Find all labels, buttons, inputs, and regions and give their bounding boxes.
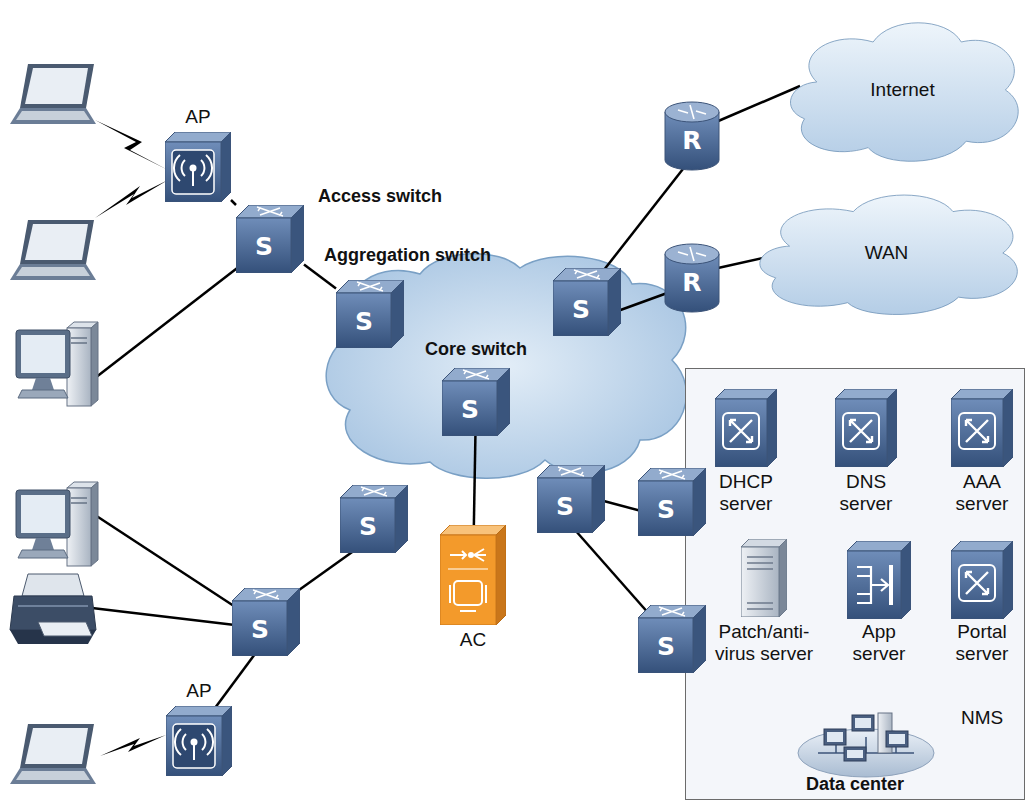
nms-network: NMS <box>796 697 936 779</box>
ap-symbol <box>166 706 232 776</box>
device-glyph: S <box>556 494 574 519</box>
node-label: Access switch <box>318 185 442 207</box>
network-wire <box>215 650 258 708</box>
srv-icon <box>951 389 1013 467</box>
network-wire <box>92 608 235 625</box>
device-glyph: S <box>657 497 675 522</box>
device-glyph: S <box>251 617 269 642</box>
srv-icon <box>835 389 897 467</box>
tower-icon <box>741 539 787 617</box>
core-network-cloud <box>326 254 686 479</box>
router-icon <box>665 102 719 170</box>
node-label: AP <box>186 680 211 702</box>
laptop-icon <box>10 220 96 280</box>
wan-cloud: WAN <box>748 184 1025 322</box>
dns-server: DNS server <box>835 389 897 467</box>
network-wire <box>600 500 645 512</box>
device-glyph: S <box>657 634 675 659</box>
internet-cloud: Internet <box>780 10 1025 170</box>
node-label: Core switch <box>425 338 527 360</box>
node-label: DNS server <box>826 471 906 515</box>
tower-symbol <box>741 539 787 617</box>
node-label: Portal server <box>942 621 1022 665</box>
device-glyph: S <box>355 309 373 334</box>
access-point: AP <box>166 706 232 776</box>
node-label: Patch/anti-virus server <box>714 621 814 665</box>
node-label: WAN <box>748 242 1025 264</box>
switch-icon <box>553 268 621 336</box>
network-link <box>304 265 336 289</box>
ap-icon <box>165 132 231 202</box>
patch-server: Patch/anti-virus server <box>741 539 787 617</box>
srv-symbol <box>951 541 1013 619</box>
network-wire <box>615 292 670 312</box>
router-icon <box>665 244 719 312</box>
sw-symbol <box>336 280 404 348</box>
dhcp-server: DHCP server <box>715 389 777 467</box>
sw-symbol <box>442 368 510 436</box>
ap-icon <box>166 706 232 776</box>
srv-symbol <box>951 389 1013 467</box>
access-point: AP <box>165 132 231 202</box>
network-wire <box>95 515 240 610</box>
access-controller: AC <box>440 525 506 625</box>
device-glyph: S <box>255 234 273 259</box>
pc-icon <box>16 482 98 566</box>
node-label: AP <box>185 106 210 128</box>
node-label: Aggregation switch <box>324 244 491 266</box>
switch-icon <box>537 465 605 533</box>
nms-icon <box>796 697 936 779</box>
nms-symbol <box>798 713 934 777</box>
wireless-bolt <box>100 735 166 756</box>
device-glyph: R <box>682 128 701 153</box>
wireless-bolt <box>95 120 168 170</box>
ac-icon <box>440 525 506 625</box>
network-wire <box>716 86 800 122</box>
wireless-links <box>95 120 168 756</box>
device-glyph: S <box>461 397 479 422</box>
network-wire <box>95 262 245 378</box>
node-label: DHCP server <box>706 471 786 515</box>
laptop-icon <box>10 724 96 784</box>
ap-symbol <box>165 132 231 202</box>
switch-icon <box>232 588 300 656</box>
node-label: NMS <box>961 707 1003 729</box>
sw-symbol <box>236 205 304 273</box>
srv-symbol <box>835 389 897 467</box>
app-server: App server <box>847 541 911 619</box>
printer-icon <box>10 574 96 644</box>
laptop-icon <box>10 64 96 124</box>
pc-icon <box>16 322 98 406</box>
node-label: Internet <box>780 79 1025 101</box>
node-label: App server <box>839 621 919 665</box>
network-link <box>474 436 476 525</box>
device-glyph: R <box>682 270 701 295</box>
app-icon <box>847 541 911 619</box>
srv-icon <box>715 389 777 467</box>
device-glyph: S <box>359 514 377 539</box>
aaa-server: AAA server <box>951 389 1013 467</box>
node-label: AC <box>443 629 503 651</box>
device-glyph: S <box>572 297 590 322</box>
data-center-box: Data centerDHCP serverDNS serverAAA serv… <box>685 368 1025 800</box>
srv-icon <box>951 541 1013 619</box>
app-symbol <box>847 541 911 619</box>
portal-server: Portal server <box>951 541 1013 619</box>
srv-symbol <box>715 389 777 467</box>
network-link <box>231 200 236 205</box>
wireless-bolt <box>95 180 168 218</box>
node-label: AAA server <box>942 471 1022 515</box>
switch-icon <box>340 485 408 553</box>
network-wire <box>575 530 650 615</box>
ac-symbol <box>440 525 506 625</box>
